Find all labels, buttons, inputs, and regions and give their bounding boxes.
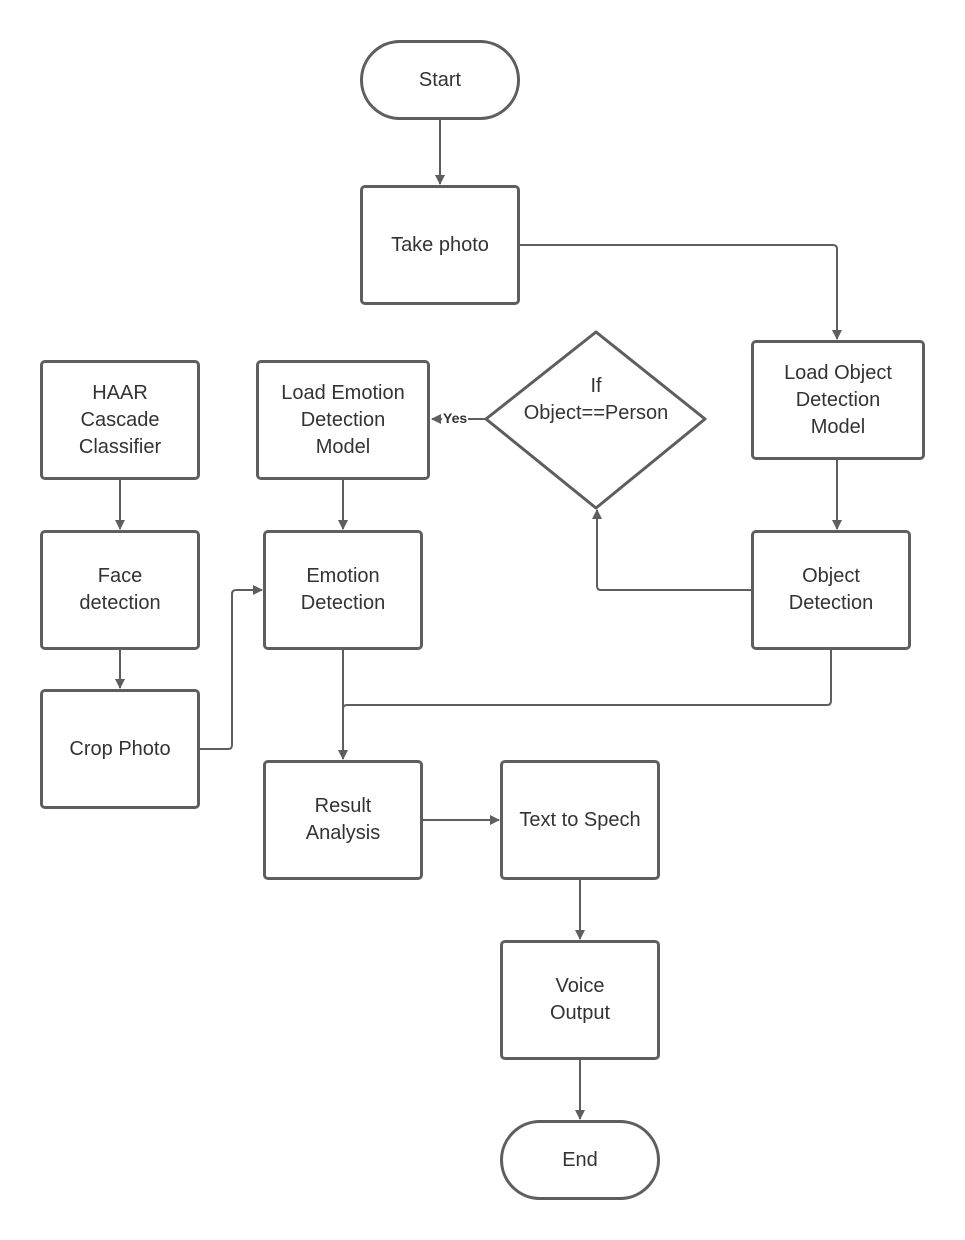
edge-object-detection-to-result [342,650,832,710]
face-detection-node: Face detection [40,530,200,650]
end-node: End [500,1120,660,1200]
voice-output-node: Voice Output [500,940,660,1060]
result-analysis-node: Result Analysis [263,760,423,880]
take-photo-node: Take photo [360,185,520,305]
edge-crop-to-emotion [200,585,263,750]
load-object-model-node: Load Object Detection Model [751,340,925,460]
decision-label: If Object==Person [523,375,669,424]
edge-object-detection-to-decision [592,509,751,591]
yes-edge-label: Yes [442,410,469,426]
emotion-detection-node: Emotion Detection [263,530,423,650]
start-node: Start [360,40,520,120]
decision-diamond [484,330,707,510]
text-to-speech-node: Text to Spech [500,760,660,880]
haar-classifier-node: HAAR Cascade Classifier [40,360,200,480]
object-detection-node: Object Detection [751,530,911,650]
load-emotion-model-node: Load Emotion Detection Model [256,360,430,480]
edge-take-photo-to-load-object [520,244,842,340]
crop-photo-node: Crop Photo [40,689,200,809]
